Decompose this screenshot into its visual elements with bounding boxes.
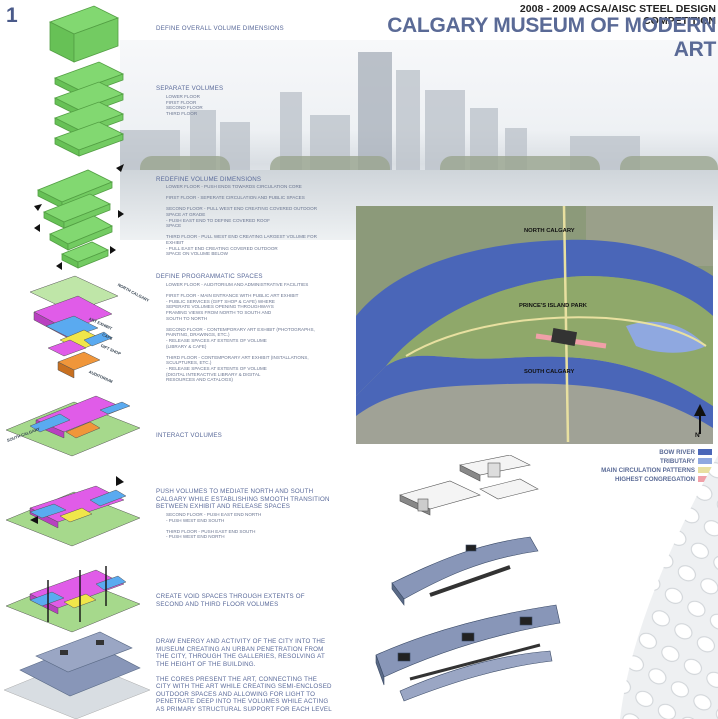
programmatic-spaces — [29, 275, 119, 379]
north-arrow-icon — [694, 404, 706, 416]
map-label-south: SOUTH CALGARY — [524, 369, 575, 375]
bow-river — [356, 239, 713, 396]
north-arrow-label: N — [695, 432, 700, 439]
city-skyline-photo — [120, 40, 718, 240]
interacting-volumes — [5, 395, 141, 457]
step-7-title: CREATE VOID SPACES THROUGH EXTENTS OF SE… — [156, 593, 305, 608]
map-label-north: NORTH CALGARY — [524, 228, 575, 234]
step-1-title: DEFINE OVERALL VOLUME DIMENSIONS — [156, 25, 284, 32]
lattice-structure-render — [620, 455, 718, 719]
push-arrows-2 — [30, 476, 124, 524]
panel-number: 1 — [6, 4, 18, 27]
step-3-note: LOWER FLOOR - PUSH ENDS TOWARDS CIRCULAT… — [166, 184, 318, 257]
tributary — [626, 321, 706, 353]
step-4-title: DEFINE PROGRAMMATIC SPACES — [156, 273, 263, 280]
princes-island — [386, 276, 713, 406]
final-building-diagram — [3, 631, 151, 719]
legend-congregation: HIGHEST CONGREGATION — [615, 475, 712, 483]
pushed-volumes — [5, 485, 141, 547]
redefined-volumes — [37, 169, 113, 269]
step-5-title: INTERACT VOLUMES — [156, 432, 223, 439]
step-6-note: SECOND FLOOR - PUSH EAST END NORTH - PUS… — [166, 512, 262, 540]
site-map: NORTH CALGARY PRINCE'S ISLAND PARK SOUTH… — [356, 206, 713, 444]
step-3-title: REDEFINE VOLUME DIMENSIONS — [156, 176, 262, 183]
step-2-note: LOWER FLOOR FIRST FLOOR SECOND FLOOR THI… — [166, 94, 203, 116]
legend-bow-river: BOW RIVER — [659, 448, 712, 456]
overall-volume — [48, 5, 120, 63]
massing-diagrams — [3, 5, 151, 719]
building-renders — [375, 455, 561, 702]
project-title: CALGARY MUSEUM OF MODERN ART — [387, 14, 716, 61]
step-6-title: PUSH VOLUMES TO MEDIATE NORTH AND SOUTH … — [156, 488, 330, 510]
step-2-title: SEPARATE VOLUMES — [156, 85, 224, 92]
final-render — [375, 604, 561, 702]
main-circulation — [405, 316, 707, 357]
separated-volumes — [53, 61, 125, 157]
legend-tributary: TRIBUTARY — [660, 457, 712, 465]
exploded-render — [399, 455, 539, 516]
competition-title: 2008 - 2009 ACSA/AISC STEEL DESIGN COMPE… — [519, 3, 716, 27]
step-8-text: DRAW ENERGY AND ACTIVITY OF THE CITY INT… — [156, 638, 332, 713]
legend-circulation: MAIN CIRCULATION PATTERNS — [601, 466, 712, 474]
step-4-note: LOWER FLOOR - AUDITORIUM AND ADMINISTRAT… — [166, 282, 315, 383]
mid-render — [391, 536, 539, 606]
map-label-park: PRINCE'S ISLAND PARK — [519, 303, 587, 309]
void-spaces — [5, 569, 141, 633]
void-arrows — [47, 566, 107, 622]
push-arrows — [34, 164, 124, 270]
